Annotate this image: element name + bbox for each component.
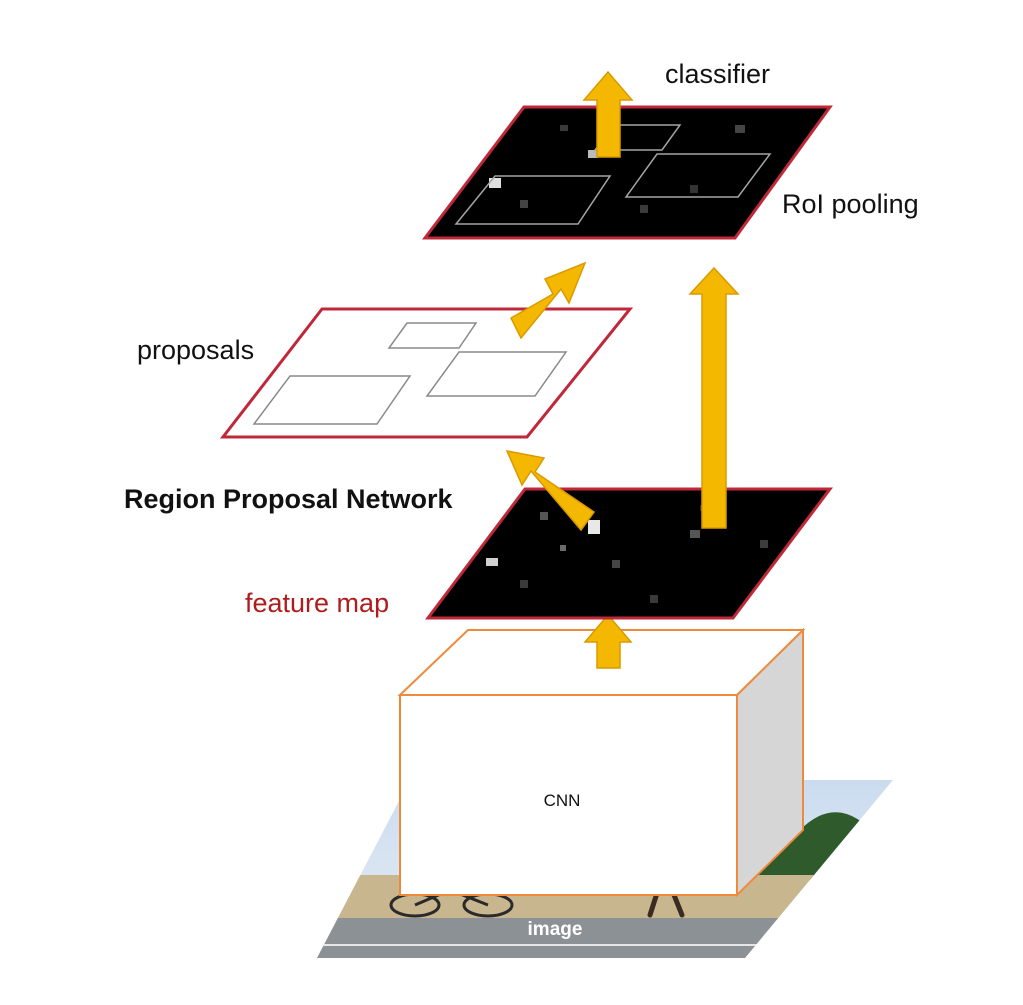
image-label: image: [528, 919, 583, 940]
cnn-box: CNN: [397, 627, 806, 898]
roi-box: [454, 175, 612, 225]
feature-map-plane: [424, 487, 834, 620]
activation-spots: [489, 125, 745, 213]
proposals-plane: [219, 307, 634, 439]
roi-box: [624, 153, 772, 198]
arrow-roi-to-classifier: [582, 70, 634, 158]
arrow-feature-map-to-proposals: [505, 449, 596, 532]
classifier-label: classifier: [665, 59, 770, 89]
proposals-label: proposals: [137, 335, 254, 365]
roi-pooling-label: RoI pooling: [782, 189, 919, 219]
arrow-cnn-to-feature-map: [583, 613, 633, 669]
proposal-box: [387, 322, 478, 349]
feature-map-label: feature map: [245, 588, 389, 618]
arrow-feature-map-to-roi: [688, 266, 740, 529]
arrow-proposals-to-roi: [510, 261, 587, 340]
cnn-label: CNN: [544, 791, 581, 810]
proposal-box: [425, 351, 568, 397]
rpn-label: Region Proposal Network: [124, 484, 454, 514]
roi-pooling-plane: [421, 105, 833, 240]
proposal-box: [252, 375, 412, 425]
